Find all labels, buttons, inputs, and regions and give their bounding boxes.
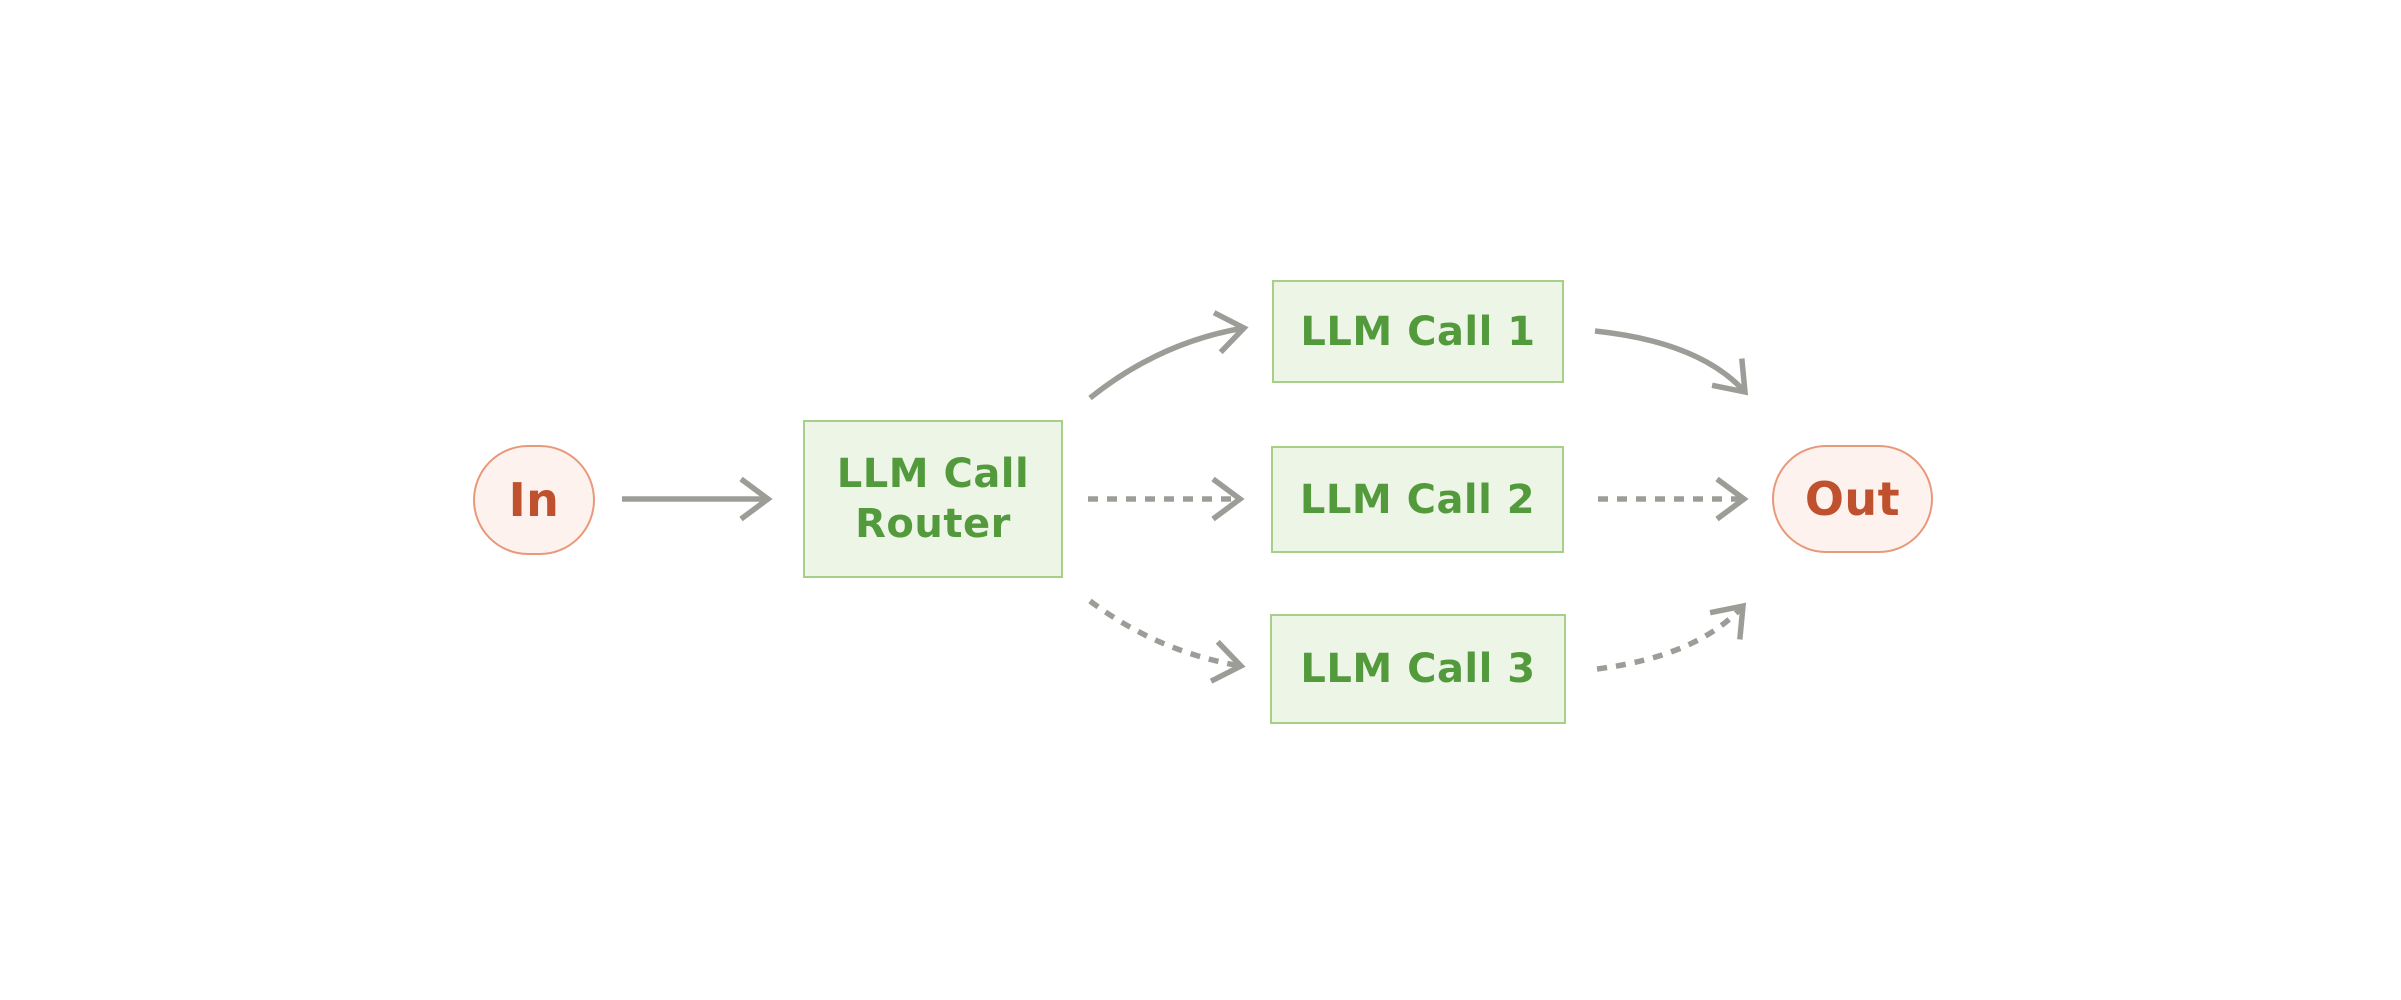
edge-call1-out (1594, 328, 1749, 396)
node-llm-call-1-label: LLM Call 1 (1300, 308, 1536, 355)
node-out: Out (1772, 445, 1933, 553)
edge-router-call3 (1088, 598, 1246, 684)
node-llm-call-2: LLM Call 2 (1271, 446, 1564, 553)
node-llm-call-router-label: LLM Call Router (836, 451, 1030, 547)
edge-router-call1 (1088, 310, 1249, 401)
node-llm-call-3-label: LLM Call 3 (1300, 646, 1536, 692)
node-llm-call-1: LLM Call 1 (1272, 280, 1564, 383)
node-llm-call-3: LLM Call 3 (1270, 614, 1566, 724)
node-out-label: Out (1804, 472, 1901, 526)
node-llm-call-2-label: LLM Call 2 (1299, 476, 1536, 523)
edge-call3-out (1596, 602, 1747, 672)
node-llm-call-router: LLM Call Router (803, 420, 1063, 578)
node-in-label: In (508, 473, 560, 527)
node-in: In (473, 445, 595, 555)
